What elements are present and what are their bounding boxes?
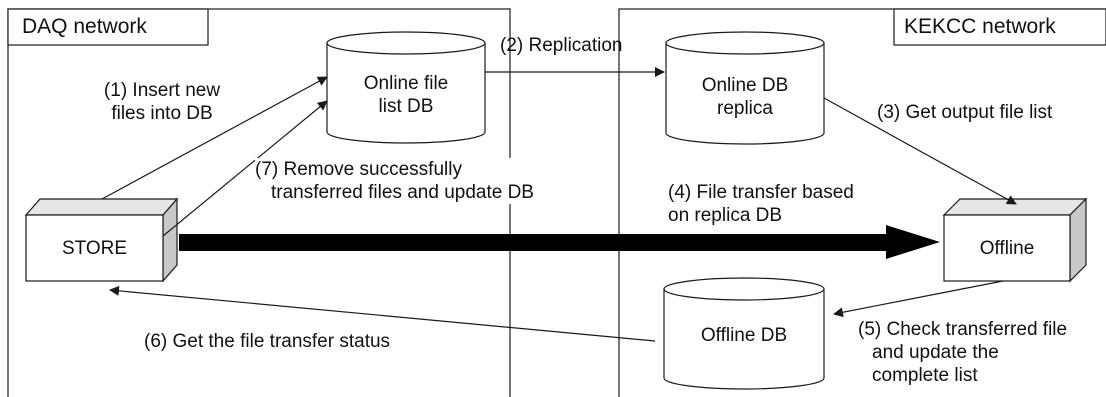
daq-network-region <box>7 8 511 397</box>
step-3-label: (3) Get output file list <box>877 102 1053 123</box>
online-db-replica-label: Online DB replica <box>701 75 789 119</box>
arrow-check-transferred-file <box>833 280 1004 318</box>
step-1-label: (1) Insert new files into DB <box>103 80 221 124</box>
arrow-file-transfer <box>179 225 940 259</box>
daq-network-label: DAQ network <box>22 15 147 38</box>
step-6-label: (6) Get the file transfer status <box>144 331 391 352</box>
arrow-insert-new-files <box>101 76 328 200</box>
arrow-get-transfer-status <box>109 285 656 342</box>
step-2-label: (2) Replication <box>500 35 623 56</box>
kekcc-network-region <box>618 8 1106 397</box>
daq-network-label-box <box>7 8 209 46</box>
kekcc-network-label-box <box>893 8 1106 46</box>
step-4-label: (4) File transfer based on replica DB <box>668 182 854 226</box>
offline-db-cylinder <box>663 277 825 390</box>
arrow-remove-and-update <box>162 100 328 237</box>
offline-label: Offline <box>979 238 1035 259</box>
offline-box <box>942 197 1088 283</box>
offline-db-label: Offline DB <box>700 325 788 346</box>
kekcc-network-label: KEKCC network <box>904 15 1056 38</box>
arrow-get-output-file-list <box>823 97 1017 205</box>
online-file-list-db-label: Online file list DB <box>363 73 449 117</box>
step-7-label: (7) Remove successfully transferred file… <box>255 158 534 204</box>
online-file-list-db-cylinder <box>326 31 486 144</box>
step-5-label: (5) Check transferred file and update th… <box>858 319 1068 386</box>
store-label: STORE <box>61 238 128 259</box>
store-box <box>24 197 179 283</box>
online-db-replica-cylinder <box>665 31 825 145</box>
